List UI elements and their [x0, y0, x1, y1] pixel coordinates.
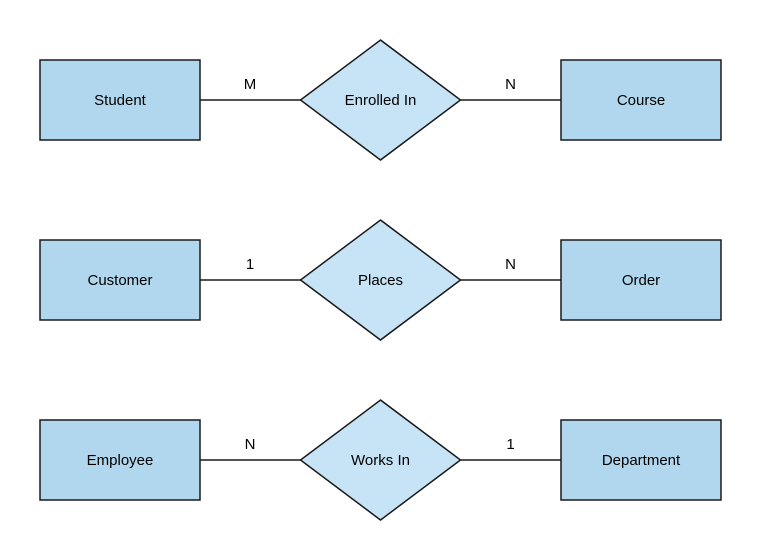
entity-customer-label: Customer — [87, 272, 152, 289]
cardinality-label-right: N — [505, 76, 516, 93]
cardinality-label-left: N — [245, 436, 256, 453]
relationship-enrolledin — [299, 39, 462, 161]
entity-course — [560, 59, 722, 141]
er-row-employee-department: Employee N Works In 1 Department — [39, 399, 722, 521]
relationship-enrolledin-label: Enrolled In — [345, 92, 417, 109]
entity-course-label: Course — [617, 92, 665, 109]
entity-student — [39, 59, 201, 141]
relationship-places-label: Places — [358, 272, 403, 289]
er-row-customer-order: Customer 1 Places N Order — [39, 219, 722, 341]
entity-employee-label: Employee — [87, 452, 154, 469]
entity-department — [560, 419, 722, 501]
cardinality-label-right: N — [505, 256, 516, 273]
entity-employee — [39, 419, 201, 501]
relationship-worksin — [299, 399, 462, 521]
relationship-worksin-label: Works In — [351, 452, 410, 469]
entity-department-label: Department — [602, 452, 681, 469]
er-row-student-course: Student M Enrolled In N Course — [39, 39, 722, 161]
cardinality-label-left: 1 — [246, 256, 254, 273]
cardinality-label-left: M — [244, 76, 257, 93]
relationship-places — [299, 219, 462, 341]
entity-student-label: Student — [94, 92, 147, 109]
entity-order-label: Order — [622, 272, 660, 289]
entity-order — [560, 239, 722, 321]
cardinality-label-right: 1 — [506, 436, 514, 453]
entity-customer — [39, 239, 201, 321]
